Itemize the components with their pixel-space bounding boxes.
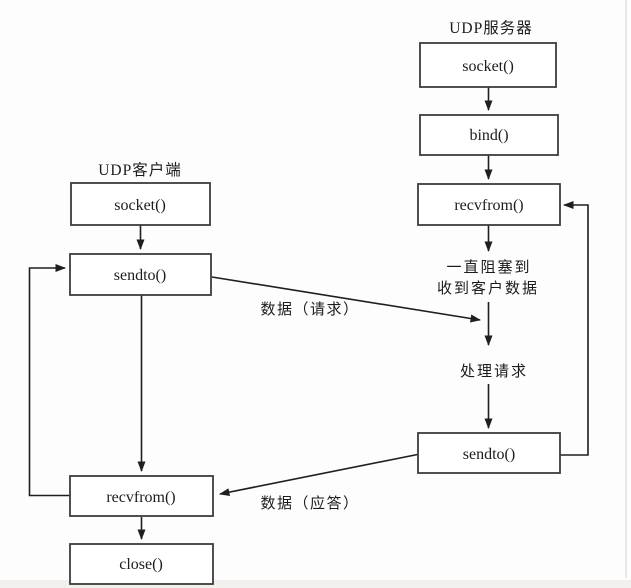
- label-client-recvfrom: recvfrom(): [106, 489, 175, 506]
- server-block-note-line2: 收到客户数据: [437, 280, 539, 297]
- message-labels: 数据（请求） 数据（应答）: [260, 301, 359, 512]
- page-bottom-strip: [0, 580, 631, 588]
- client-title: UDP客户端: [98, 161, 182, 179]
- server-title: UDP服务器: [449, 19, 533, 37]
- node-server-socket: [419, 42, 557, 88]
- edge-server-loop: [560, 201, 589, 456]
- request-message-label: 数据（请求）: [260, 301, 359, 318]
- label-server-sendto: sendto(): [463, 446, 515, 463]
- edge-client-loop: [28, 264, 72, 497]
- label-client-socket: socket(): [114, 197, 166, 214]
- label-client-sendto: sendto(): [114, 267, 166, 284]
- edge-request-message: [211, 276, 481, 323]
- node-server-sendto: [417, 432, 561, 474]
- node-server-recvfrom: [417, 183, 561, 226]
- label-server-recvfrom: recvfrom(): [454, 197, 523, 214]
- client-column: UDP客户端 socket() sendto() recvfrom() clos…: [69, 161, 214, 585]
- label-server-socket: socket(): [462, 58, 514, 75]
- edge-reply-message: [219, 453, 421, 497]
- label-client-close: close(): [119, 556, 163, 573]
- server-block-note-line1: 一直阻塞到: [446, 258, 531, 276]
- node-client-socket: [70, 182, 211, 226]
- server-column: UDP服务器 socket() bind() recvfrom() 一直阻塞到 …: [417, 19, 561, 474]
- server-process-request-label: 处理请求: [460, 363, 528, 380]
- node-client-recvfrom: [69, 475, 214, 517]
- node-client-sendto: [69, 253, 212, 296]
- diagram-edges: [28, 87, 589, 540]
- reply-message-label: 数据（应答）: [260, 494, 359, 512]
- node-server-bind: [419, 114, 559, 156]
- node-client-close: [69, 543, 214, 585]
- label-server-bind: bind(): [469, 127, 508, 144]
